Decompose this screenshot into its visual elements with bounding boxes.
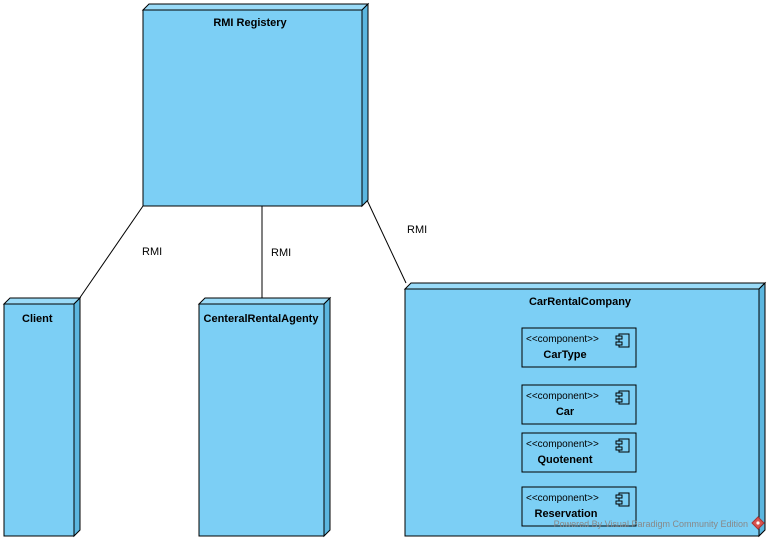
component-stereotype: <<component>> [526,391,599,402]
node-title-rmi-registry: RMI Registery [213,17,287,29]
component-reservation[interactable]: <<component>> Reservation [521,486,637,527]
edge-registry-client [78,205,144,300]
node-title-centeral-rental-agenty: CenteralRentalAgenty [204,313,320,325]
component-stereotype: <<component>> [526,439,599,450]
component-quotenent[interactable]: <<component>> Quotenent [521,432,637,473]
edge-label-company: RMI [407,224,427,236]
edge-registry-company [366,199,407,284]
component-name: Reservation [535,508,598,520]
component-name: Car [556,406,575,418]
node-car-rental-company[interactable]: CarRentalCompany <<component>> CarType <… [403,281,767,538]
node-title-car-rental-company: CarRentalCompany [529,296,632,308]
component-icon [615,333,630,348]
component-stereotype: <<component>> [526,334,599,345]
component-cartype[interactable]: <<component>> CarType [521,327,637,368]
edge-label-agency: RMI [271,247,291,259]
node-title-client: Client [22,313,53,325]
component-icon [615,390,630,405]
node-centeral-rental-agenty[interactable]: CenteralRentalAgenty [197,296,332,538]
component-stereotype: <<component>> [526,493,599,504]
edge-label-client: RMI [142,246,162,258]
component-icon [615,492,630,507]
watermark-text: Powered By Visual Paradigm Community Edi… [554,519,748,529]
component-name: Quotenent [538,454,593,466]
component-name: CarType [543,349,586,361]
vp-logo-icon [751,516,765,530]
node-client[interactable]: Client [2,296,82,538]
node-rmi-registry[interactable]: RMI Registery [141,2,370,208]
component-car[interactable]: <<component>> Car [521,384,637,425]
component-icon [615,438,630,453]
